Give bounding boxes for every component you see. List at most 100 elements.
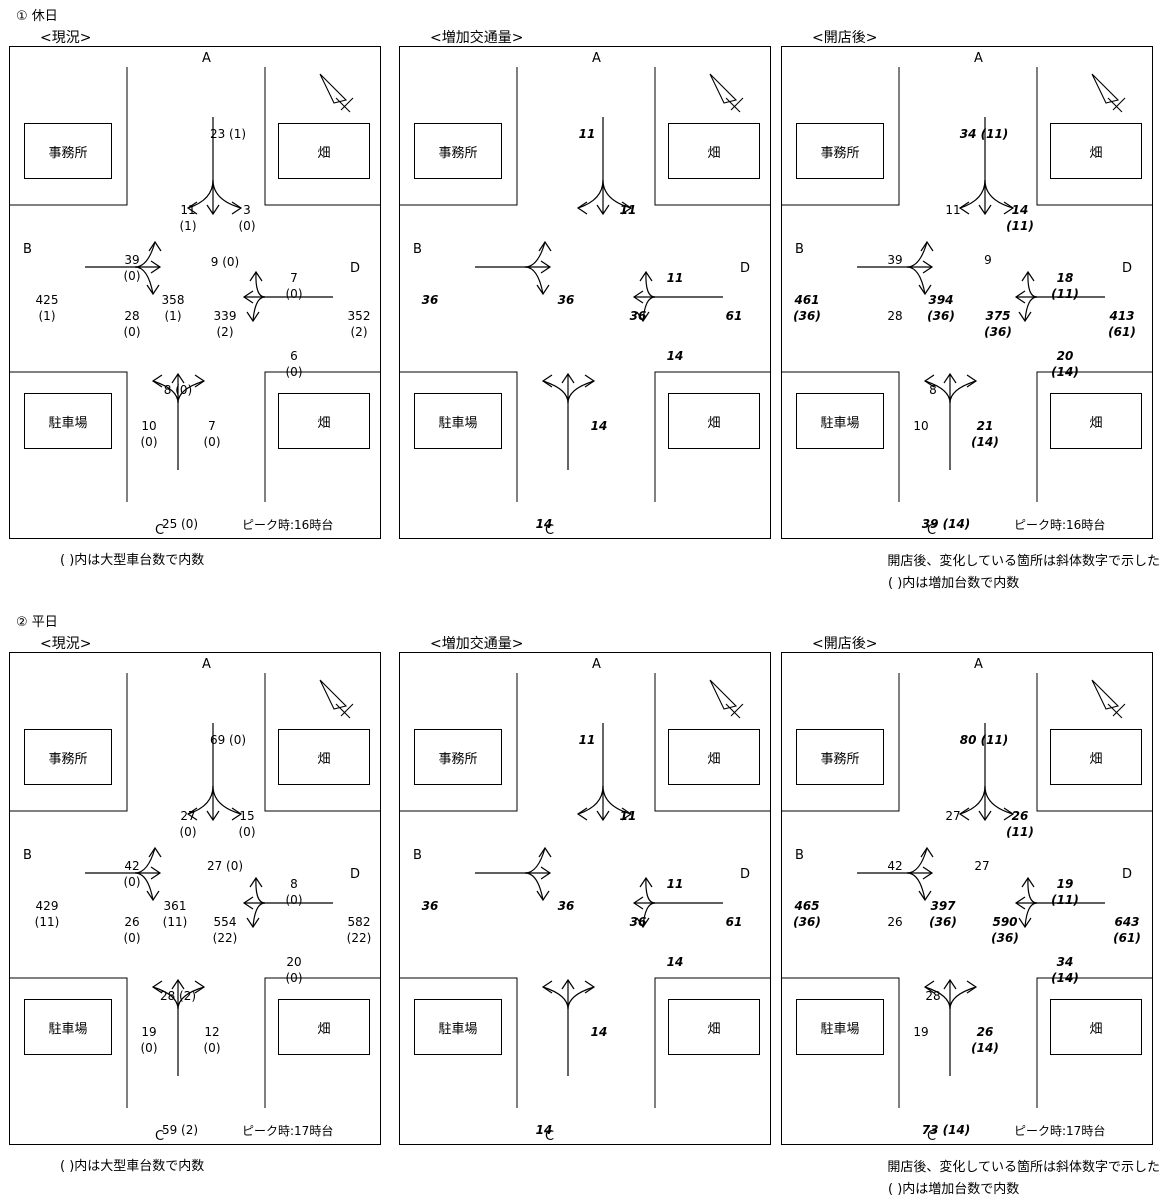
north-arrow-icon (340, 703, 354, 717)
road-edge-se (264, 371, 380, 502)
north-arrow-icon (725, 703, 741, 719)
flow-line-a-right (959, 179, 986, 209)
road-edge-ne (654, 67, 770, 206)
arrow-head (584, 374, 596, 388)
volume-label: 26 (124, 915, 140, 929)
arrow-head (194, 980, 206, 994)
building-field-south: 畑 (278, 999, 370, 1055)
volume-label: (1) (179, 219, 197, 233)
direction-label-d: D (1122, 867, 1133, 882)
volume-label: 11 (619, 809, 637, 823)
arrow-head (636, 311, 650, 323)
volume-label: 361 (163, 899, 187, 913)
building-field-south: 畑 (1050, 393, 1142, 449)
volume-label: (22) (212, 931, 238, 945)
arrow-head (966, 374, 978, 388)
arrow-head (639, 876, 653, 888)
volume-label: 7 (290, 271, 298, 285)
direction-label-c: C (545, 1129, 555, 1144)
volume-label: 10 (913, 419, 929, 433)
note-increase-count: ( )内は増加台数で内数 (888, 1182, 1020, 1197)
direction-label-d: D (740, 261, 751, 276)
arrow-head (1014, 896, 1026, 910)
volume-label: 465 (794, 899, 820, 913)
volume-label: 3 (243, 203, 251, 217)
arrow-head (148, 846, 162, 858)
north-arrow-icon (335, 97, 351, 113)
volume-label: 28 (2) (159, 989, 197, 1003)
building-field-south: 畑 (278, 393, 370, 449)
volume-label: (0) (123, 931, 141, 945)
arrow-head (966, 980, 978, 994)
volume-label: 12 (204, 1025, 220, 1039)
building-parking: 駐車場 (414, 999, 502, 1055)
building-parking: 駐車場 (24, 999, 112, 1055)
flow-line-c-right (177, 986, 205, 1010)
direction-label-c: C (927, 1129, 937, 1144)
building-parking: 駐車場 (24, 393, 112, 449)
volume-label: 6 (290, 349, 298, 363)
north-arrow-icon (730, 97, 744, 111)
volume-label: 11 (945, 203, 961, 217)
volume-label: (0) (285, 365, 303, 379)
volume-label: 42 (887, 859, 903, 873)
arrow-head (171, 372, 185, 384)
flow-line-b-right (906, 872, 926, 901)
volume-label: 39 (887, 253, 903, 267)
section-title: ① 休日 (16, 9, 58, 24)
arrow-head (920, 846, 934, 858)
arrow-head (231, 807, 243, 821)
flow-line-d-left (1024, 296, 1038, 322)
road-edge-ne (1036, 67, 1152, 206)
north-arrow-icon (319, 73, 348, 104)
north-arrow-icon (1091, 679, 1120, 710)
arrow-head (584, 980, 596, 994)
volume-label: (11) (1051, 893, 1079, 907)
flow-line-a-left (984, 785, 1014, 815)
north-arrow-icon (725, 97, 741, 113)
north-arrow-icon (1112, 703, 1126, 717)
volume-label: 8 (929, 383, 937, 397)
volume-label: 61 (725, 915, 743, 929)
north-arrow-icon (1107, 703, 1123, 719)
building-field-south: 畑 (668, 393, 760, 449)
panel-title: <現況> (40, 636, 92, 652)
volume-label: (1) (164, 309, 182, 323)
direction-label-c: C (545, 523, 555, 538)
direction-label-a: A (202, 657, 211, 672)
volume-label: (0) (140, 435, 158, 449)
building-parking: 駐車場 (414, 393, 502, 449)
flow-line-b-right (906, 266, 926, 295)
flow-line-b-right (134, 872, 154, 901)
arrow-head (540, 866, 552, 880)
volume-label: 19 (1056, 877, 1074, 891)
arrow-head (242, 896, 254, 910)
flow-diagram-svg (10, 67, 380, 502)
arrow-head (536, 284, 550, 296)
direction-label-b: B (795, 848, 804, 863)
volume-label: 36 (557, 293, 575, 307)
arrow-head (538, 240, 552, 252)
volume-label: 73 (14) (921, 1123, 971, 1137)
volume-label: (0) (238, 825, 256, 839)
north-arrow-icon (1107, 97, 1123, 113)
flow-line-b-right (524, 266, 544, 295)
flow-line-a-right (577, 179, 604, 209)
flow-line-d-right (1027, 877, 1038, 904)
volume-label: (0) (238, 219, 256, 233)
road-edge-ne (264, 673, 380, 812)
volume-label: (22) (346, 931, 372, 945)
road-edge-sw (10, 977, 128, 1108)
volume-label: (0) (123, 325, 141, 339)
arrow-head (922, 260, 934, 274)
road-edge-sw (10, 371, 128, 502)
direction-label-c: C (155, 1129, 165, 1144)
volume-label: 28 (925, 989, 941, 1003)
flow-line-d-right (1027, 271, 1038, 298)
arrow-head (231, 201, 243, 215)
volume-label: (2) (216, 325, 234, 339)
volume-label: 425 (35, 293, 59, 307)
flow-diagram-svg (782, 67, 1152, 502)
